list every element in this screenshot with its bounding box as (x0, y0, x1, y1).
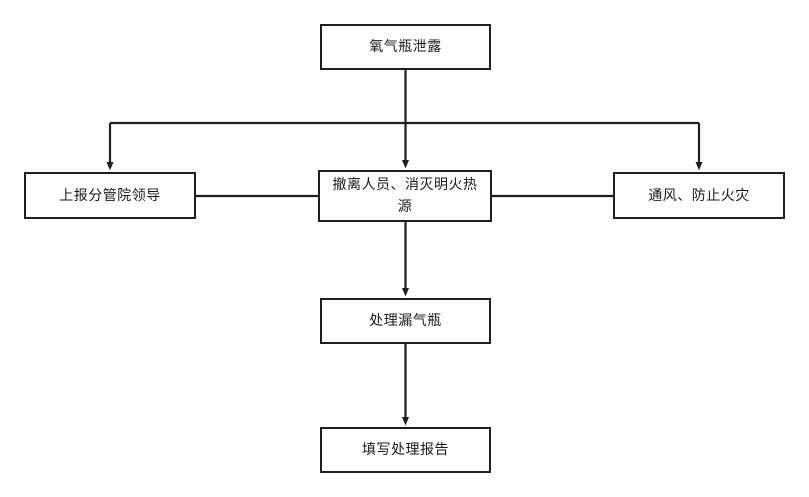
node-label: 处理漏气瓶 (369, 313, 442, 329)
node-ventilate-prevent-fire[interactable]: 通风、防止火灾 (613, 172, 785, 219)
node-label: 通风、防止火灾 (648, 187, 750, 204)
node-report-to-leadership[interactable]: 上报分管院领导 (24, 172, 196, 219)
node-label: 氧气瓶泄露 (369, 39, 442, 55)
node-label: 填写处理报告 (362, 442, 449, 458)
node-label: 上报分管院领导 (59, 187, 161, 204)
node-oxygen-cylinder-leak[interactable]: 氧气瓶泄露 (320, 24, 491, 70)
node-fill-out-report[interactable]: 填写处理报告 (320, 427, 491, 473)
node-label: 撤离人员、消灭明火热 源 (332, 177, 478, 215)
node-handle-leaking-cylinder[interactable]: 处理漏气瓶 (320, 298, 491, 344)
node-evacuate-and-extinguish[interactable]: 撤离人员、消灭明火热 源 (318, 170, 492, 222)
